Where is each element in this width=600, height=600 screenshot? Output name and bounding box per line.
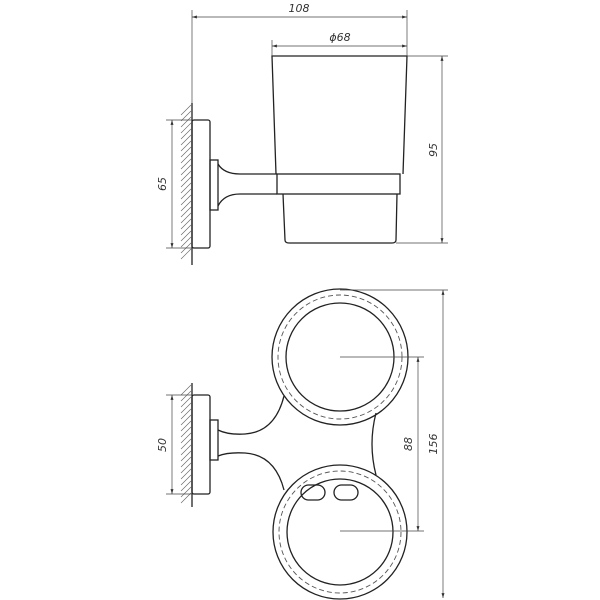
hatch-line [180, 450, 192, 462]
mounting-slot [333, 484, 359, 501]
hatch-line [180, 104, 192, 116]
dim-label-156: 156 [427, 434, 440, 455]
hatch-line [180, 110, 192, 122]
hatch-line [180, 390, 192, 402]
hatch-line [180, 224, 192, 236]
hatch-line [180, 194, 192, 206]
hatch-line [180, 468, 192, 480]
hatch-line [180, 236, 192, 248]
hatch-line [180, 420, 192, 432]
hatch-line [180, 212, 192, 224]
hatch-line [180, 438, 192, 450]
hatch-line [180, 396, 192, 408]
hatch-line [180, 134, 192, 146]
arm [217, 163, 277, 207]
collar [209, 419, 219, 461]
hatch-line [180, 474, 192, 486]
hatch-line [180, 218, 192, 230]
hatch-line [180, 402, 192, 414]
top-view: 88 156 50 [156, 288, 448, 600]
dim-label-50: 50 [156, 438, 169, 452]
dim-label-95: 95 [427, 143, 440, 157]
hatch-line [180, 182, 192, 194]
hatch-line [180, 426, 192, 438]
side-view: 108 ϕ68 95 65 [156, 2, 448, 265]
base-plate [191, 394, 211, 495]
hatch-line [180, 176, 192, 188]
cup-lower [282, 193, 398, 244]
hatch-line [180, 248, 192, 260]
hatch-line [180, 200, 192, 212]
hatch-line [180, 408, 192, 420]
dim-label-diameter: ϕ68 [329, 31, 350, 44]
hatch-line [180, 206, 192, 218]
hatch-line [180, 116, 192, 128]
hatch-line [180, 456, 192, 468]
hatch-line [180, 140, 192, 152]
cup-ring-inner [286, 478, 394, 586]
wall-hatching [180, 104, 192, 260]
hatch-line [180, 230, 192, 242]
hatch-line [180, 158, 192, 170]
hatch-line [180, 128, 192, 140]
body-outline [217, 395, 377, 491]
hatch-line [180, 122, 192, 134]
hatch-line [180, 432, 192, 444]
hatch-line [180, 414, 192, 426]
hatch-line [180, 444, 192, 456]
dim-label-108: 108 [289, 2, 310, 15]
base-plate [191, 119, 211, 249]
hatch-line [180, 164, 192, 176]
hatch-line [180, 492, 192, 504]
cup-upper [271, 55, 408, 175]
hatch-line [180, 152, 192, 164]
dim-label-65: 65 [156, 177, 169, 191]
hatch-line [180, 486, 192, 498]
holder-ring [276, 173, 401, 195]
mounting-slot [300, 484, 326, 501]
hatch-line [180, 188, 192, 200]
hatch-line [180, 480, 192, 492]
wall-hatching [180, 384, 192, 504]
hatch-line [180, 384, 192, 396]
hatch-line [180, 146, 192, 158]
cup-ring-outer [272, 464, 408, 600]
collar [209, 159, 219, 211]
hatch-line [180, 462, 192, 474]
dim-label-88: 88 [402, 437, 415, 451]
hatch-line [180, 170, 192, 182]
